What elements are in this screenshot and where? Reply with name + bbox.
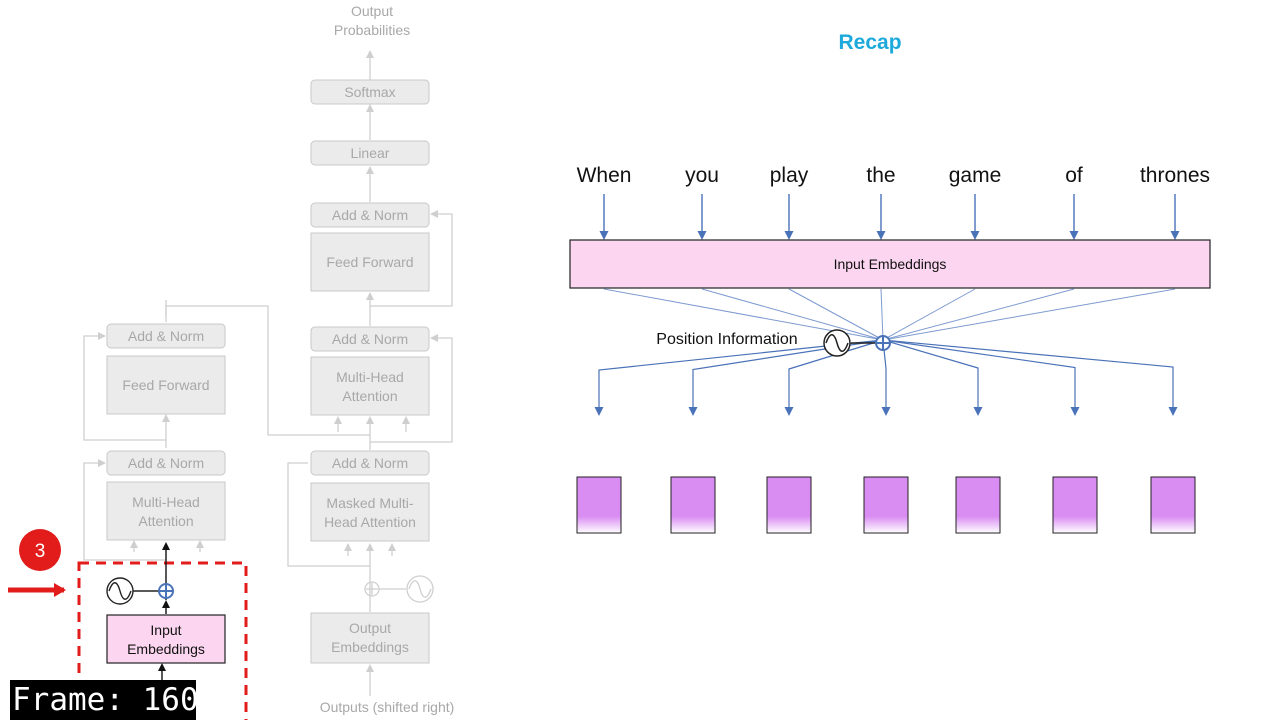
recap-word: game — [949, 164, 1002, 187]
linear-box: Linear — [310, 140, 430, 166]
sum-to-vector-arrow — [784, 339, 884, 416]
recap-diverging-arrows — [594, 339, 1178, 416]
embedding-vector — [576, 476, 622, 534]
recap-output-vectors — [576, 476, 1196, 534]
sum-to-vector-arrow — [882, 339, 1080, 416]
encoder-add-norm-top: Add & Norm — [106, 323, 226, 349]
recap-positional-encoding — [823, 329, 891, 357]
decoder-masked-box: Masked Multi-Head Attention — [310, 482, 430, 542]
embedding-to-sum-line — [880, 288, 884, 341]
recap-word: thrones — [1140, 164, 1210, 187]
embedding-to-sum-line — [882, 288, 1075, 341]
embedding-to-sum-line — [788, 288, 884, 341]
embedding-vector — [766, 476, 812, 534]
encoder-add-norm-low: Add & Norm — [106, 450, 226, 476]
recap-input-embeddings-box: Input Embeddings — [569, 239, 1211, 289]
embedding-vector — [1150, 476, 1196, 534]
decoder-feed-forward-label: Feed Forward — [326, 254, 413, 270]
sum-to-vector-arrow — [881, 339, 891, 416]
recap-word-arrows — [599, 194, 1180, 240]
sum-to-vector-arrow — [882, 339, 1178, 416]
decoder-add-norm-top: Add & Norm — [310, 202, 430, 228]
sum-to-vector-arrow — [594, 339, 884, 416]
position-information-label: Position Information — [656, 331, 797, 348]
recap-word: play — [770, 164, 809, 187]
decoder-masked-label: Masked Multi-Head Attention — [324, 495, 416, 530]
decoder-add-norm-top-label: Add & Norm — [332, 207, 408, 223]
recap-word: the — [866, 164, 895, 187]
recap-word: you — [685, 164, 719, 187]
encoder-add-norm-low-label: Add & Norm — [128, 455, 204, 471]
outputs-shifted-label: Outputs (shifted right) — [320, 699, 455, 715]
embedding-vector — [863, 476, 909, 534]
softmax-label: Softmax — [344, 84, 395, 100]
embedding-vector — [1052, 476, 1098, 534]
embedding-to-sum-line — [882, 288, 976, 341]
decoder-sine-icon — [406, 575, 434, 603]
encoder-add-norm-top-label: Add & Norm — [128, 328, 204, 344]
decoder-add-norm-low-label: Add & Norm — [332, 455, 408, 471]
encoder-feed-forward-box: Feed Forward — [106, 355, 226, 415]
encoder-feed-forward-label: Feed Forward — [122, 377, 209, 393]
slide-title: Recap — [838, 31, 901, 54]
embedding-vector — [670, 476, 716, 534]
decoder-add-norm-low: Add & Norm — [310, 450, 430, 476]
sum-to-vector-arrow — [882, 339, 983, 416]
decoder-add-norm-mid: Add & Norm — [310, 326, 430, 352]
decoder-positional-encoding — [364, 575, 434, 603]
step-badge-number: 3 — [35, 541, 46, 562]
embedding-to-sum-line — [882, 288, 1176, 341]
recap-converging-lines — [603, 288, 1176, 341]
transformer-diagram — [83, 50, 453, 696]
dashed-highlight-box — [77, 561, 248, 720]
step-badge — [19, 529, 61, 571]
embedding-vector — [955, 476, 1001, 534]
softmax-box: Softmax — [310, 79, 430, 105]
recap-input-embeddings-label: Input Embeddings — [834, 256, 947, 272]
embedding-to-sum-line — [701, 288, 884, 341]
recap-word: of — [1065, 164, 1083, 187]
decoder-add-norm-mid-label: Add & Norm — [332, 331, 408, 347]
recap-word: When — [577, 164, 632, 187]
recap-word-row: When you play the game of thrones — [577, 164, 1210, 187]
decoder-feed-forward-box: Feed Forward — [310, 232, 430, 292]
encoder-positional-encoding — [106, 577, 174, 605]
linear-label: Linear — [351, 145, 390, 161]
sum-to-vector-arrow — [688, 339, 884, 416]
frame-counter: Frame: 160 — [10, 680, 196, 720]
